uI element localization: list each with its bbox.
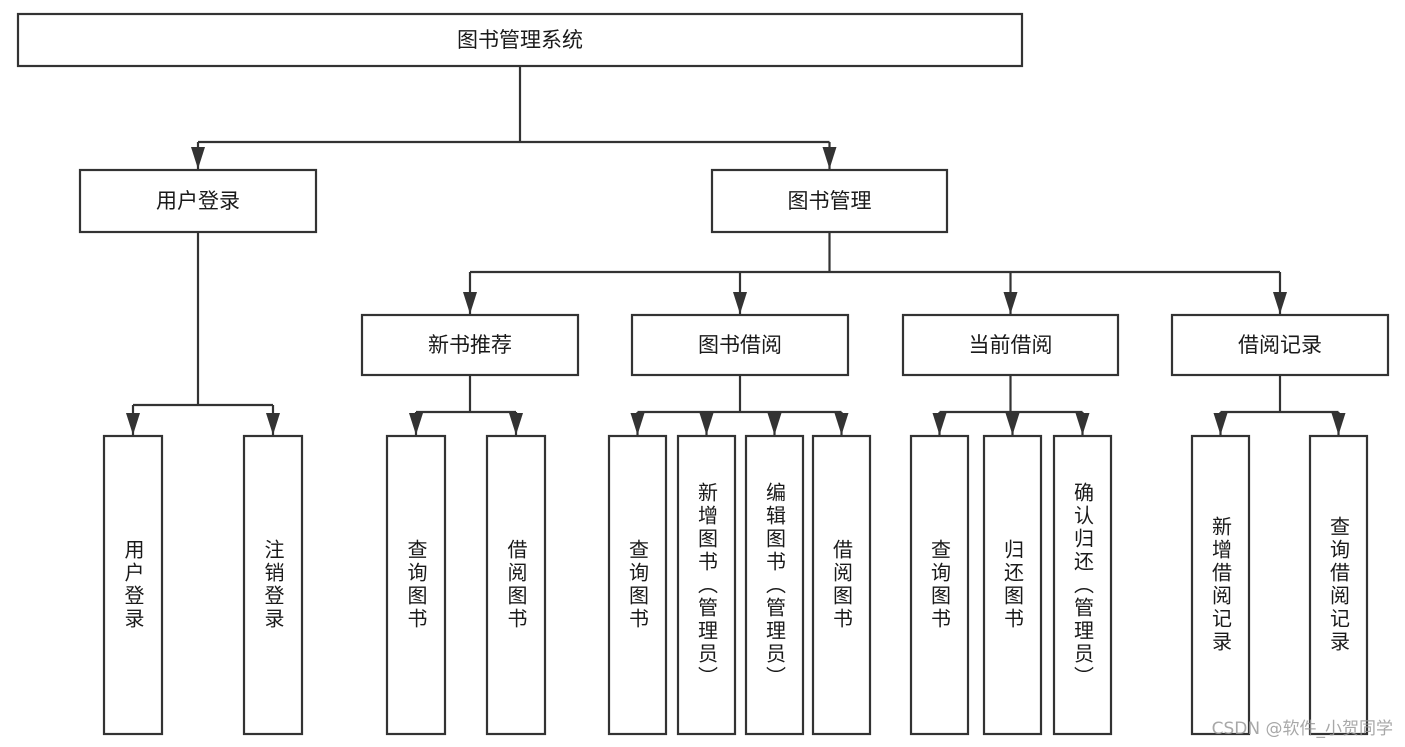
node-label-new-book-recommend: 新书推荐 — [428, 333, 512, 357]
node-box-leaf-add-book-admin[interactable] — [676, 434, 737, 736]
node-box-leaf-query-book-current[interactable] — [909, 434, 970, 736]
node-label-borrow-records: 借阅记录 — [1238, 333, 1322, 357]
arrow-head — [1003, 292, 1018, 314]
arrow-head — [1005, 413, 1020, 435]
node-label-current-borrow: 当前借阅 — [969, 333, 1053, 357]
arrow-head — [266, 413, 280, 435]
node-label-root: 图书管理系统 — [457, 28, 583, 52]
node-box-leaf-query-book-rec[interactable] — [385, 434, 447, 736]
node-box-borrow-records[interactable] — [1170, 313, 1390, 377]
node-box-current-borrow[interactable] — [901, 313, 1120, 377]
node-label-book-management: 图书管理 — [788, 189, 872, 213]
node-box-root[interactable] — [16, 12, 1024, 68]
node-box-leaf-return-book[interactable] — [982, 434, 1043, 736]
node-box-book-borrow[interactable] — [630, 313, 850, 377]
arrow-head — [409, 413, 423, 435]
node-box-leaf-borrow-book-rec[interactable] — [485, 434, 547, 736]
arrow-head — [1273, 292, 1287, 314]
csdn-watermark: CSDN @软件_小贺同学 — [1211, 719, 1393, 739]
node-box-leaf-confirm-return-admin[interactable] — [1052, 434, 1113, 736]
arrow-head — [126, 413, 140, 435]
arrow-head — [509, 413, 523, 435]
node-box-book-management[interactable] — [710, 168, 949, 234]
node-box-leaf-edit-book-admin[interactable] — [744, 434, 805, 736]
arrow-head — [699, 413, 714, 435]
node-box-leaf-borrow-book[interactable] — [811, 434, 872, 736]
arrow-head — [1075, 413, 1090, 435]
node-box-new-book-recommend[interactable] — [360, 313, 580, 377]
arrow-head — [630, 413, 645, 435]
arrow-head — [834, 413, 849, 435]
arrow-head — [932, 413, 947, 435]
arrow-head — [822, 147, 837, 169]
boxes-layer — [16, 12, 1390, 736]
node-box-leaf-add-borrow-record[interactable] — [1190, 434, 1251, 736]
node-label-user-login: 用户登录 — [156, 189, 240, 213]
node-box-leaf-query-book-borrow[interactable] — [607, 434, 668, 736]
node-box-leaf-query-borrow-record[interactable] — [1308, 434, 1369, 736]
arrow-head — [733, 292, 747, 314]
arrow-head — [1331, 413, 1346, 435]
arrow-head — [191, 147, 205, 169]
arrow-head — [767, 413, 782, 435]
node-box-leaf-logout[interactable] — [242, 434, 304, 736]
node-label-book-borrow: 图书借阅 — [698, 333, 782, 357]
edges-layer — [126, 66, 1346, 435]
arrow-head — [1213, 413, 1228, 435]
node-box-leaf-user-login[interactable] — [102, 434, 164, 736]
arrow-head — [463, 292, 477, 314]
node-box-user-login[interactable] — [78, 168, 318, 234]
